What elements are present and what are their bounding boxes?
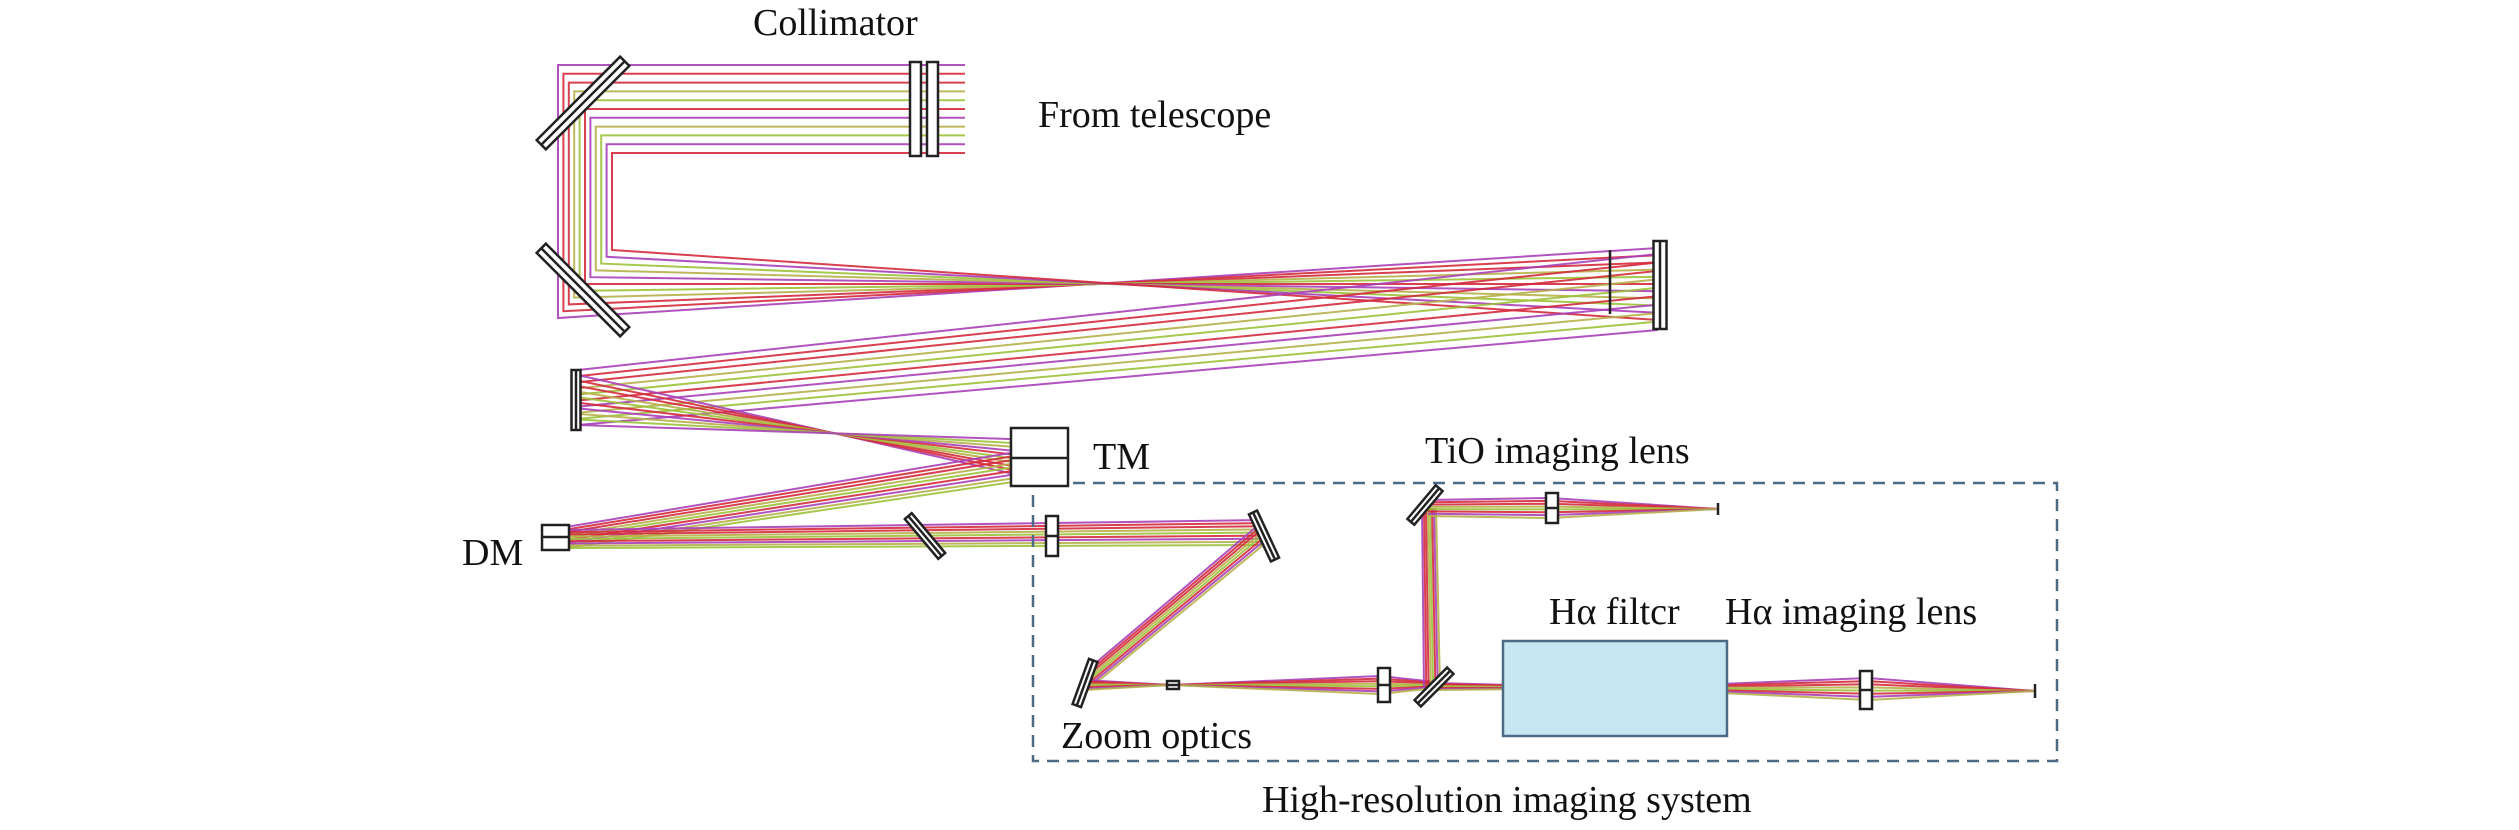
tio-imaging-lens-label: TiO imaging lens bbox=[1425, 430, 1690, 472]
dm-element bbox=[540, 523, 571, 552]
ray bbox=[1429, 507, 1435, 689]
ray bbox=[1084, 538, 1263, 688]
tm-label: TM bbox=[1093, 436, 1150, 478]
ray bbox=[577, 253, 1659, 371]
high-resolution-system-box bbox=[1031, 481, 2059, 763]
collimator-lens-group bbox=[908, 60, 940, 158]
ray bbox=[565, 534, 1263, 543]
ray bbox=[1084, 683, 1437, 696]
dm-fold-mirror-axis bbox=[907, 515, 943, 557]
ray bbox=[577, 320, 1659, 420]
from-telescope-label: From telescope bbox=[1038, 94, 1271, 136]
ray bbox=[577, 269, 1659, 384]
zoom-optics-label: Zoom optics bbox=[1061, 715, 1252, 757]
ray bbox=[565, 450, 1041, 531]
ray bbox=[565, 458, 1041, 536]
bundle-input bbox=[557, 64, 1659, 321]
ray bbox=[1084, 521, 1263, 673]
ray bbox=[1421, 507, 1425, 689]
ray bbox=[577, 261, 1659, 378]
dm-label: DM bbox=[462, 532, 523, 574]
ray bbox=[577, 303, 1659, 408]
collimator-label: Collimator bbox=[753, 2, 918, 44]
ray bbox=[577, 278, 1659, 390]
bundle-return-1 bbox=[577, 253, 1659, 426]
ray bbox=[565, 540, 1263, 547]
ray bbox=[1084, 524, 1263, 676]
bundle-tio bbox=[1427, 496, 1719, 520]
ray bbox=[577, 312, 1659, 414]
ray bbox=[565, 528, 1263, 538]
ray bbox=[1084, 545, 1263, 693]
ray bbox=[1423, 507, 1428, 689]
ray bbox=[1435, 507, 1441, 689]
collimator-lens-1 bbox=[908, 60, 923, 158]
ray bbox=[565, 544, 1263, 549]
ray bbox=[1084, 531, 1263, 682]
collimator-lens-2 bbox=[925, 60, 940, 158]
ray bbox=[1427, 507, 1432, 689]
system-caption: High-resolution imaging system bbox=[1262, 779, 1752, 821]
ray bbox=[565, 462, 1041, 539]
tm-element bbox=[1009, 426, 1070, 488]
zoom-fold-mirror-axis bbox=[1251, 511, 1277, 561]
ray bbox=[1431, 507, 1437, 689]
ray bbox=[1433, 507, 1439, 689]
fold-mirror-2-axis bbox=[540, 247, 626, 333]
ha-filter-box bbox=[1501, 639, 1729, 738]
optical-elements bbox=[534, 54, 2037, 711]
ray bbox=[565, 447, 1041, 528]
bundle-tio-up bbox=[1421, 507, 1441, 689]
ray bbox=[577, 295, 1659, 402]
ray bbox=[577, 424, 1041, 441]
ray bbox=[1084, 541, 1263, 690]
ha-filter-label: Hα filtcr bbox=[1549, 591, 1680, 633]
ray bbox=[565, 454, 1041, 534]
bundle-dm-out bbox=[565, 519, 1263, 549]
ray bbox=[1084, 534, 1263, 685]
ray bbox=[565, 531, 1263, 540]
tio-fold-mirror-axis bbox=[1409, 487, 1441, 523]
bundle-zoom-horizontal bbox=[1084, 674, 1437, 696]
ha-imaging-lens-label: Hα imaging lens bbox=[1725, 591, 1977, 633]
zoom-lower-mirror-axis bbox=[1075, 660, 1095, 706]
beam-splitter-axis bbox=[1416, 669, 1452, 705]
bundle-to-tm bbox=[577, 374, 1041, 481]
ray bbox=[1425, 507, 1430, 689]
fold-mirror-1-axis bbox=[540, 60, 626, 146]
ray bbox=[1084, 528, 1263, 679]
ray bbox=[577, 286, 1659, 396]
ray bbox=[565, 537, 1263, 545]
ray bbox=[611, 152, 1659, 321]
bundle-zoom-down bbox=[1084, 521, 1263, 693]
ray bbox=[577, 329, 1659, 426]
